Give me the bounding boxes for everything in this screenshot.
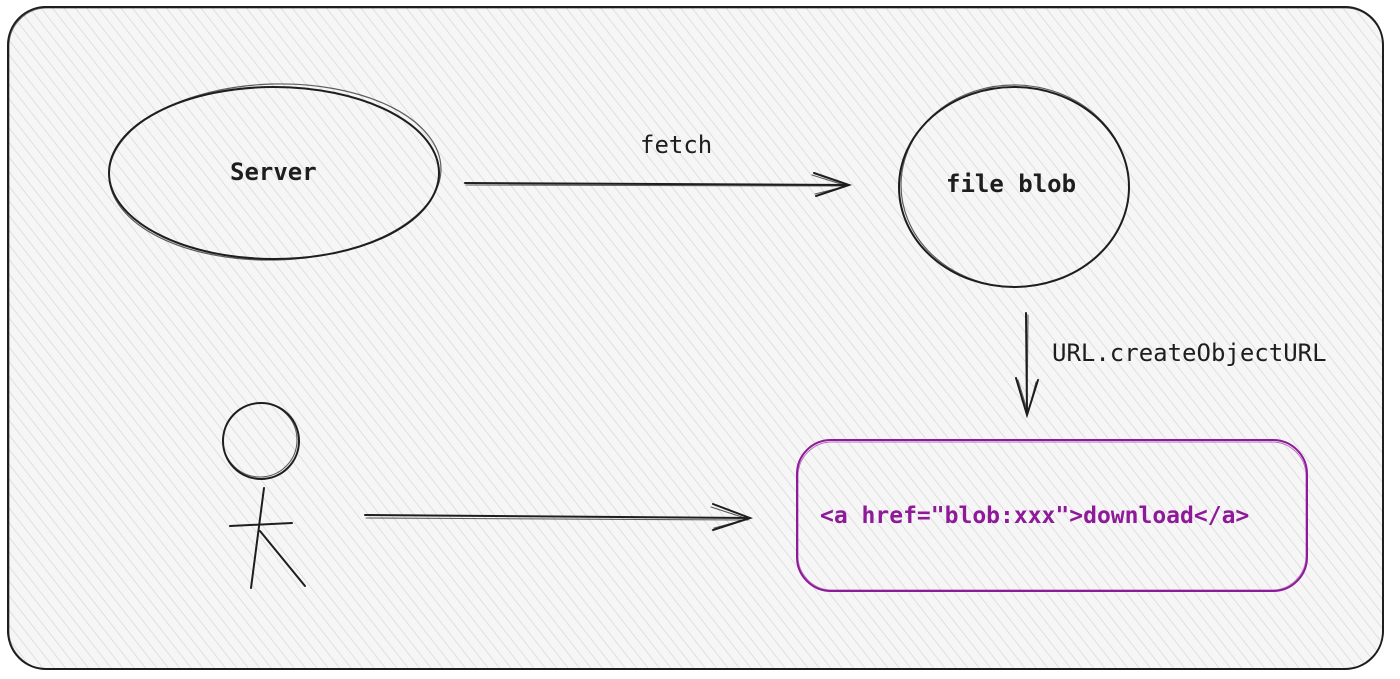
server-node (108, 83, 442, 261)
diagram-frame (7, 6, 1384, 670)
fetch-label: fetch (640, 131, 713, 159)
user-arrow (364, 503, 754, 531)
fetch-arrow (464, 172, 853, 197)
file-blob-label: file blob (946, 170, 1077, 198)
create-object-url-label: URL.createObjectURL (1052, 339, 1327, 367)
create-object-url-arrow (1015, 312, 1039, 419)
stick-figure-icon (222, 402, 306, 589)
file-blob-node (898, 84, 1130, 288)
anchor-node (796, 439, 1308, 592)
anchor-label[interactable]: <a href="blob:xxx">download</a> (820, 503, 1250, 529)
server-label: Server (230, 158, 317, 186)
